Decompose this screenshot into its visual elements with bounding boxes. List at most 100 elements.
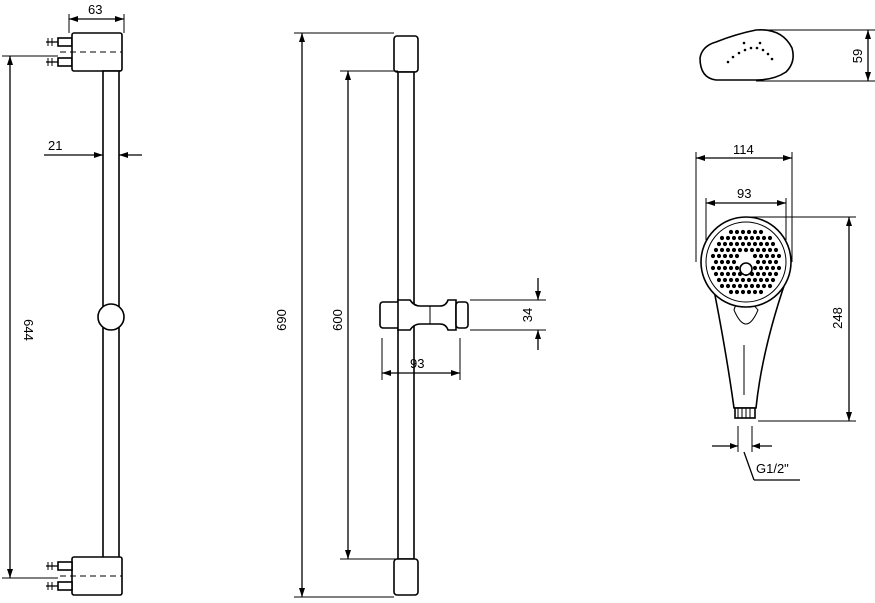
nozzle-dot <box>722 265 728 271</box>
nozzle-dot <box>773 271 779 277</box>
nozzle-pattern <box>710 229 782 295</box>
nozzle-dot <box>731 247 737 253</box>
nozzle-dot <box>755 247 761 253</box>
nozzle-dot <box>755 283 761 289</box>
nozzle-dot <box>761 283 767 289</box>
nozzle-dot <box>773 247 779 253</box>
nozzle-dot <box>740 229 746 235</box>
nozzle-dot <box>734 241 740 247</box>
nozzle-dot <box>746 289 752 295</box>
nozzle-dot <box>731 235 737 241</box>
nozzle-dot <box>752 277 758 283</box>
nozzle-dot <box>776 253 782 259</box>
nozzle-dot <box>758 265 764 271</box>
nozzle-dot <box>716 277 722 283</box>
nozzle-dot <box>737 283 743 289</box>
nozzle-dot <box>728 277 734 283</box>
nozzle-dot <box>740 241 746 247</box>
nozzle-dot <box>731 259 737 265</box>
nozzle-dot <box>761 259 767 265</box>
nozzle-dot <box>737 247 743 253</box>
nozzle-dot <box>758 241 764 247</box>
nozzle-dot <box>746 229 752 235</box>
nozzle-dot <box>752 229 758 235</box>
nozzle-dot <box>719 271 725 277</box>
hose-connector <box>734 407 756 419</box>
nozzle-dot <box>758 253 764 259</box>
rail-front-view: 690 600 34 93 <box>274 32 546 598</box>
nozzle-dot <box>752 289 758 295</box>
nozzle-dot <box>713 259 719 265</box>
nozzle-dot <box>758 229 764 235</box>
wall-anchor-bottom <box>46 561 73 591</box>
nozzle-dot <box>767 235 773 241</box>
nozzle-dot <box>722 253 728 259</box>
nozzle-dot <box>728 289 734 295</box>
nozzle-dot <box>767 259 773 265</box>
hand-shower-front-view: 114 93 248 G1/2" <box>695 142 856 481</box>
nozzle-dot <box>716 265 722 271</box>
nozzle-dot <box>728 229 734 235</box>
nozzle-dot <box>734 277 740 283</box>
nozzle-dot <box>725 271 731 277</box>
nozzle-dot <box>764 241 770 247</box>
nozzle-dot <box>728 241 734 247</box>
nozzle-dot <box>725 283 731 289</box>
dim-head-width-outer: 114 <box>733 142 754 157</box>
nozzle-dot <box>710 253 716 259</box>
nozzle-dot <box>719 283 725 289</box>
nozzle-dot <box>761 271 767 277</box>
nozzle-dot <box>755 235 761 241</box>
rail-side-view: 63 21 644 <box>2 2 142 596</box>
shower-head-side-view: 59 <box>699 29 875 82</box>
nozzle-dot <box>734 289 740 295</box>
dim-slider-projection: 93 <box>410 356 424 371</box>
dim-handshower-length: 248 <box>830 307 845 329</box>
nozzle-dot <box>713 247 719 253</box>
dim-slider-travel: 600 <box>330 309 345 331</box>
nozzle-dot <box>755 259 761 265</box>
nozzle-dot <box>761 247 767 253</box>
nozzle-dot <box>767 271 773 277</box>
nozzle-dot <box>758 277 764 283</box>
nozzle-dot <box>725 235 731 241</box>
nozzle-dot <box>755 271 761 277</box>
nozzle-dot <box>740 277 746 283</box>
nozzle-dot <box>752 253 758 259</box>
nozzle-dot <box>734 265 740 271</box>
nozzle-dot <box>743 235 749 241</box>
dim-slider-height: 34 <box>520 308 535 322</box>
nozzle-dot <box>764 277 770 283</box>
nozzle-dot <box>773 259 779 265</box>
dim-rail-diameter: 21 <box>48 138 62 153</box>
nozzle-dot <box>710 265 716 271</box>
hand-shower-handle <box>711 279 788 409</box>
nozzle-dot <box>749 283 755 289</box>
nozzle-dot <box>719 247 725 253</box>
nozzle-dot <box>722 241 728 247</box>
nozzle-dot <box>746 277 752 283</box>
dim-overall-length: 690 <box>274 309 289 331</box>
nozzle-dot <box>719 259 725 265</box>
dim-head-width-face: 93 <box>737 186 751 201</box>
nozzle-dot <box>752 265 758 271</box>
wall-anchor-top <box>46 37 73 67</box>
nozzle-dot <box>749 247 755 253</box>
nozzle-dot <box>728 265 734 271</box>
nozzle-dot <box>770 277 776 283</box>
dim-head-depth: 59 <box>850 49 865 63</box>
nozzle-dot <box>743 283 749 289</box>
nozzle-dot <box>728 253 734 259</box>
nozzle-dot <box>725 247 731 253</box>
nozzle-dot <box>764 265 770 271</box>
nozzle-dot <box>758 289 764 295</box>
nozzle-dot <box>749 235 755 241</box>
nozzle-dot <box>734 253 740 259</box>
nozzle-dot <box>716 241 722 247</box>
dim-bracket-depth: 63 <box>88 2 102 17</box>
slider-ring <box>97 303 125 331</box>
nozzle-dot <box>725 259 731 265</box>
nozzle-dot <box>770 265 776 271</box>
slider-holder <box>379 299 469 331</box>
